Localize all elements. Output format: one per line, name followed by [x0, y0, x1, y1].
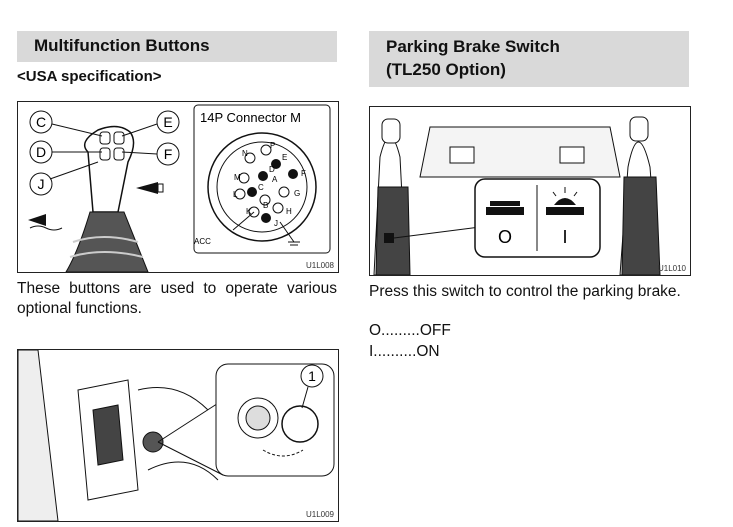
- multifunction-description: These buttons are used to operate variou…: [17, 280, 337, 317]
- svg-text:E: E: [163, 114, 172, 130]
- svg-text:E: E: [282, 153, 287, 162]
- svg-text:P: P: [270, 141, 275, 150]
- section-title-multifunction-buttons: Multifunction Buttons: [17, 31, 337, 62]
- svg-text:J: J: [38, 176, 45, 192]
- callout-c: [29, 110, 53, 134]
- figure-code: U1L009: [305, 510, 334, 519]
- callout-1: [300, 364, 324, 388]
- svg-text:1: 1: [308, 368, 316, 384]
- usa-specification-label: <USA specification>: [17, 68, 162, 85]
- svg-text:B: B: [263, 201, 268, 210]
- brake-off-icon: [486, 207, 524, 215]
- title-line-2: (TL250 Option): [386, 60, 506, 79]
- svg-text:14P Connector M: 14P Connector M: [200, 110, 301, 125]
- off-state-line: O.........OFF: [369, 322, 451, 339]
- figure-multifunction-buttons: C D J E F 14P Connector M P N D E M F A: [17, 101, 339, 273]
- cab-illustration: O I: [373, 116, 661, 275]
- svg-text:G: G: [294, 189, 300, 198]
- figure-code: U1L010: [657, 264, 686, 273]
- section-title-parking-brake: Parking Brake Switch (TL250 Option): [369, 31, 689, 87]
- svg-text:L: L: [233, 190, 238, 199]
- title-line-1: Parking Brake Switch: [386, 37, 560, 56]
- svg-text:I: I: [562, 227, 567, 247]
- figure-parking-brake-switch: O I U1L010: [369, 106, 691, 276]
- svg-text:J: J: [274, 219, 278, 228]
- svg-text:ACC: ACC: [194, 237, 211, 246]
- connector-plug-illustration: 1: [18, 350, 335, 521]
- on-state-line: I..........ON: [369, 343, 440, 360]
- svg-text:N: N: [242, 149, 248, 158]
- svg-text:O: O: [498, 227, 512, 247]
- figure-code: U1L008: [305, 261, 334, 270]
- brake-on-icon: [546, 207, 584, 215]
- parking-brake-description: Press this switch to control the parking…: [369, 283, 681, 300]
- svg-text:C: C: [36, 114, 46, 130]
- svg-text:A: A: [272, 175, 278, 184]
- svg-text:M: M: [234, 173, 241, 182]
- callout-e: [156, 110, 180, 134]
- figure-connector-plug: 1 U1L009: [17, 349, 339, 522]
- svg-text:H: H: [286, 207, 292, 216]
- svg-text:F: F: [164, 146, 173, 162]
- joystick-illustration: C D J E F 14P Connector M P N D E M F A: [28, 104, 331, 272]
- svg-text:D: D: [36, 144, 46, 160]
- svg-text:D: D: [269, 165, 275, 174]
- svg-text:K: K: [246, 207, 252, 216]
- svg-text:F: F: [301, 169, 306, 178]
- connector-m-diagram: 14P Connector M P N D E M F A C L G B K …: [193, 104, 331, 254]
- svg-text:C: C: [258, 183, 264, 192]
- callout-j: [29, 172, 53, 196]
